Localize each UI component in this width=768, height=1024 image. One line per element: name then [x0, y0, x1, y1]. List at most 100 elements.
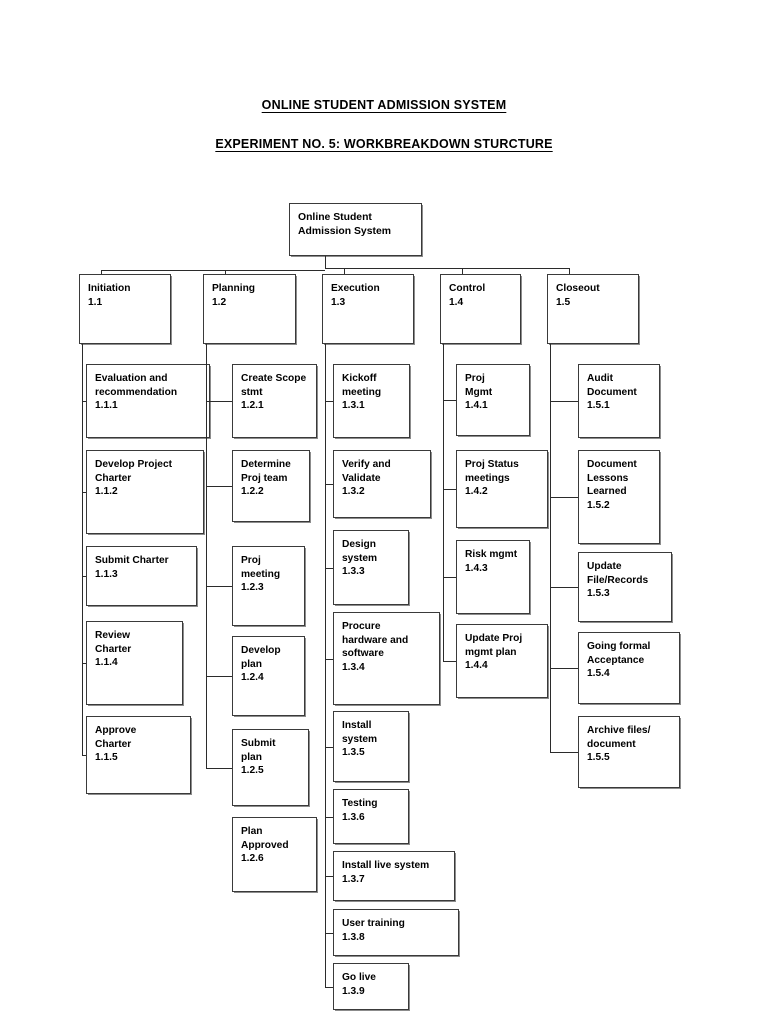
connector-task-stub	[82, 755, 86, 756]
connector-task-stub	[206, 676, 232, 677]
wbs-task-node-1-1-2[interactable]: Develop Project Charter 1.1.2	[86, 450, 204, 534]
node-label: Create Scope stmt	[241, 373, 307, 398]
node-code: 1.3.4	[342, 661, 365, 673]
wbs-task-node-1-2-1[interactable]: Create Scope stmt 1.2.1	[232, 364, 317, 438]
node-code: 1.4.1	[465, 400, 488, 412]
node-code: 1.5	[556, 296, 571, 308]
wbs-task-node-1-3-2[interactable]: Verify and Validate 1.3.2	[333, 450, 431, 518]
node-label: Closeout	[556, 283, 600, 294]
node-label: Initiation	[88, 283, 131, 294]
node-code: 1.2	[212, 296, 227, 308]
node-code: 1.2.6	[241, 853, 264, 865]
node-label: Online Student Admission System	[298, 212, 391, 237]
node-code: 1.4.4	[465, 660, 488, 672]
wbs-task-node-1-3-8[interactable]: User training 1.3.8	[333, 909, 459, 956]
connector-bus-left	[101, 270, 325, 271]
connector-task-stub	[325, 876, 333, 877]
node-code: 1.5.4	[587, 668, 610, 680]
node-label: Evaluation and recommendation	[95, 373, 178, 398]
node-code: 1.2.3	[241, 582, 264, 594]
wbs-task-node-1-2-2[interactable]: Determine Proj team 1.2.2	[232, 450, 310, 522]
connector-task-stub	[82, 401, 86, 402]
node-code: 1.3.7	[342, 873, 365, 885]
connector-spine-1-2	[206, 344, 207, 768]
node-code: 1.5.2	[587, 499, 610, 511]
node-label: Verify and Validate	[342, 459, 391, 484]
node-code: 1.2.4	[241, 672, 264, 684]
node-code: 1.1.1	[95, 400, 118, 412]
node-code: 1.5.1	[587, 400, 610, 412]
node-label: Plan Approved	[241, 826, 289, 851]
node-code: 1.3.2	[342, 486, 365, 498]
node-code: 1.2.2	[241, 486, 264, 498]
connector-task-stub	[550, 752, 578, 753]
wbs-task-node-1-2-6[interactable]: Plan Approved 1.2.6	[232, 817, 317, 892]
node-label: Procure hardware and software	[342, 621, 409, 660]
connector-task-stub	[443, 661, 456, 662]
connector-task-stub	[550, 497, 578, 498]
connector-task-stub	[82, 663, 86, 664]
connector-task-stub	[206, 401, 232, 402]
node-code: 1.3.8	[342, 931, 365, 943]
node-code: 1.2.1	[241, 400, 264, 412]
connector-task-stub	[206, 768, 232, 769]
node-label: Going formal Acceptance	[587, 641, 651, 666]
connector-task-stub	[325, 817, 333, 818]
node-label: Develop plan	[241, 645, 281, 670]
node-label: Execution	[331, 283, 380, 294]
connector-task-stub	[325, 401, 333, 402]
connector-task-stub	[550, 401, 578, 402]
connector-phase-stem	[569, 268, 570, 274]
node-code: 1.1.2	[95, 486, 118, 498]
node-label: Develop Project Charter	[95, 459, 172, 484]
node-code: 1.5.3	[587, 588, 610, 600]
node-label: Control	[449, 283, 486, 294]
connector-task-stub	[325, 747, 333, 748]
connector-task-stub	[325, 568, 333, 569]
node-code: 1.4	[449, 296, 464, 308]
connector-spine-1-5	[550, 344, 551, 752]
connector-spine-1-1	[82, 344, 83, 755]
wbs-phase-node-1-5[interactable]: Closeout 1.5	[547, 274, 639, 344]
wbs-task-node-1-5-4[interactable]: Going formal Acceptance 1.5.4	[578, 632, 680, 704]
connector-task-stub	[443, 489, 456, 490]
connector-task-stub	[550, 587, 578, 588]
wbs-task-node-1-2-4[interactable]: Develop plan 1.2.4	[232, 636, 305, 716]
wbs-root-node[interactable]: Online Student Admission System	[289, 203, 422, 256]
node-label: User training	[342, 918, 405, 929]
wbs-phase-node-1-4[interactable]: Control 1.4	[440, 274, 521, 344]
connector-spine-1-4	[443, 344, 444, 661]
node-code: 1.3.6	[342, 811, 365, 823]
connector-root-stem	[325, 256, 326, 268]
node-label: Determine Proj team	[241, 459, 291, 484]
wbs-task-node-1-1-1[interactable]: Evaluation and recommendation 1.1.1	[86, 364, 210, 438]
page-title: ONLINE STUDENT ADMISSION SYSTEM	[261, 98, 507, 112]
connector-phase-stem	[101, 270, 102, 274]
node-code: 1.4.2	[465, 486, 488, 498]
